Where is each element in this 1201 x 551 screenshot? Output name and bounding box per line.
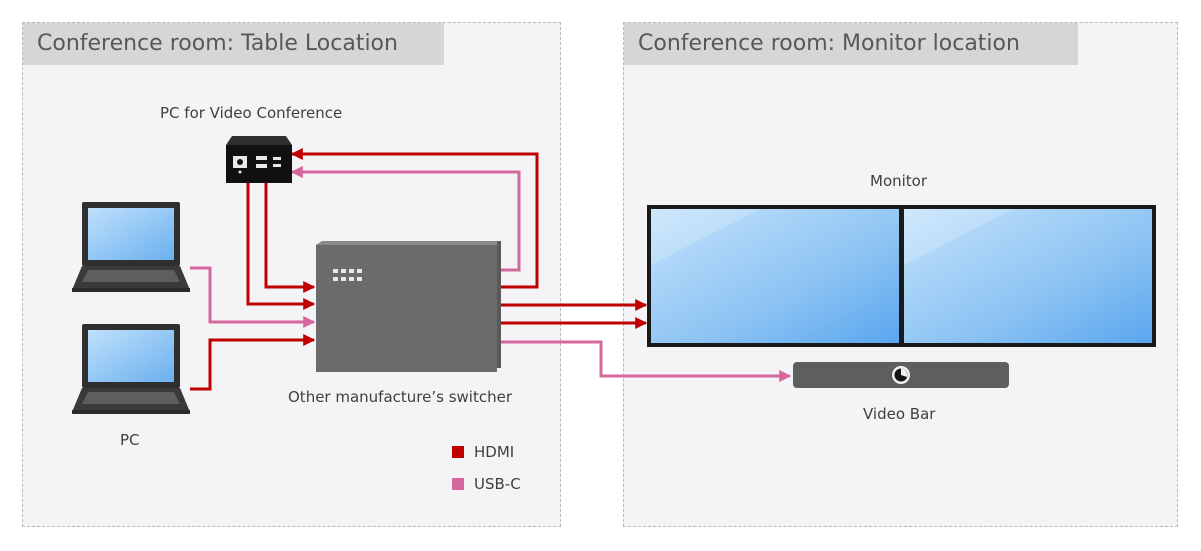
zone-title-table: Conference room: Table Location (23, 23, 444, 65)
usbc-cable-pc1 (190, 266, 316, 328)
video-bar-icon (793, 362, 1009, 388)
label-switcher: Other manufacture’s switcher (288, 388, 512, 406)
usbc-cable-videobar (497, 340, 792, 382)
legend-label-usbc: USB-C (474, 475, 521, 493)
legend-swatch-hdmi (452, 446, 464, 458)
label-video-conference-pc: PC for Video Conference (160, 104, 343, 122)
hdmi-cable-videopc-2 (264, 183, 316, 293)
hdmi-cable-videopc-1 (246, 183, 316, 310)
legend-swatch-usbc (452, 478, 464, 490)
monitor-icon (647, 205, 1156, 347)
hdmi-cable-pc2 (190, 334, 316, 391)
video-conference-pc-icon (226, 136, 292, 183)
pc-laptop-icon-1 (72, 202, 190, 292)
usbc-cable-switcher-to-videopc (290, 166, 521, 272)
switcher-icon (316, 241, 501, 372)
zone-title-monitor: Conference room: Monitor location (624, 23, 1078, 65)
hdmi-cable-switcher-to-videopc (290, 148, 539, 289)
label-monitor: Monitor (870, 172, 928, 190)
pc-laptop-icon-2 (72, 324, 190, 414)
label-video-bar: Video Bar (863, 405, 936, 423)
label-pc: PC (120, 431, 140, 449)
legend-label-hdmi: HDMI (474, 443, 515, 461)
